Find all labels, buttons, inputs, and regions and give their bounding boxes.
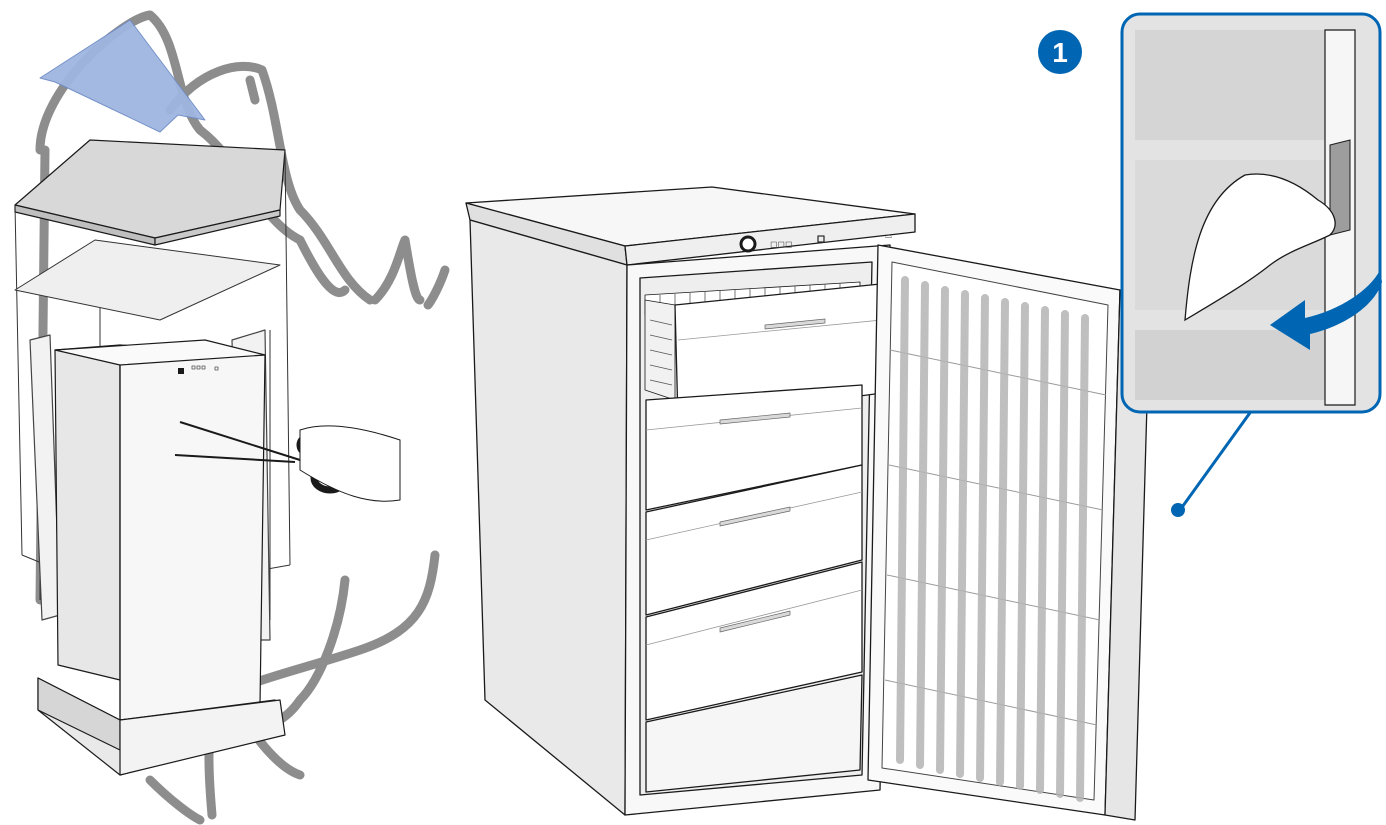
step-number-badge: 1 (1038, 30, 1082, 74)
svg-text:⌓: ⌓ (885, 230, 892, 240)
callout-anchor-dot (1171, 503, 1185, 517)
freezer-open: ◻◻◻ ⌓ (466, 187, 1150, 820)
appliance-in-packaging (55, 340, 265, 720)
cabinet-side (470, 220, 627, 815)
unpacking-scene (15, 15, 445, 820)
freezer-door-open (868, 245, 1150, 820)
display-symbols: ◻◻◻ (770, 239, 792, 249)
step-number: 1 (1052, 37, 1068, 68)
packaging-top-tray (15, 140, 285, 245)
